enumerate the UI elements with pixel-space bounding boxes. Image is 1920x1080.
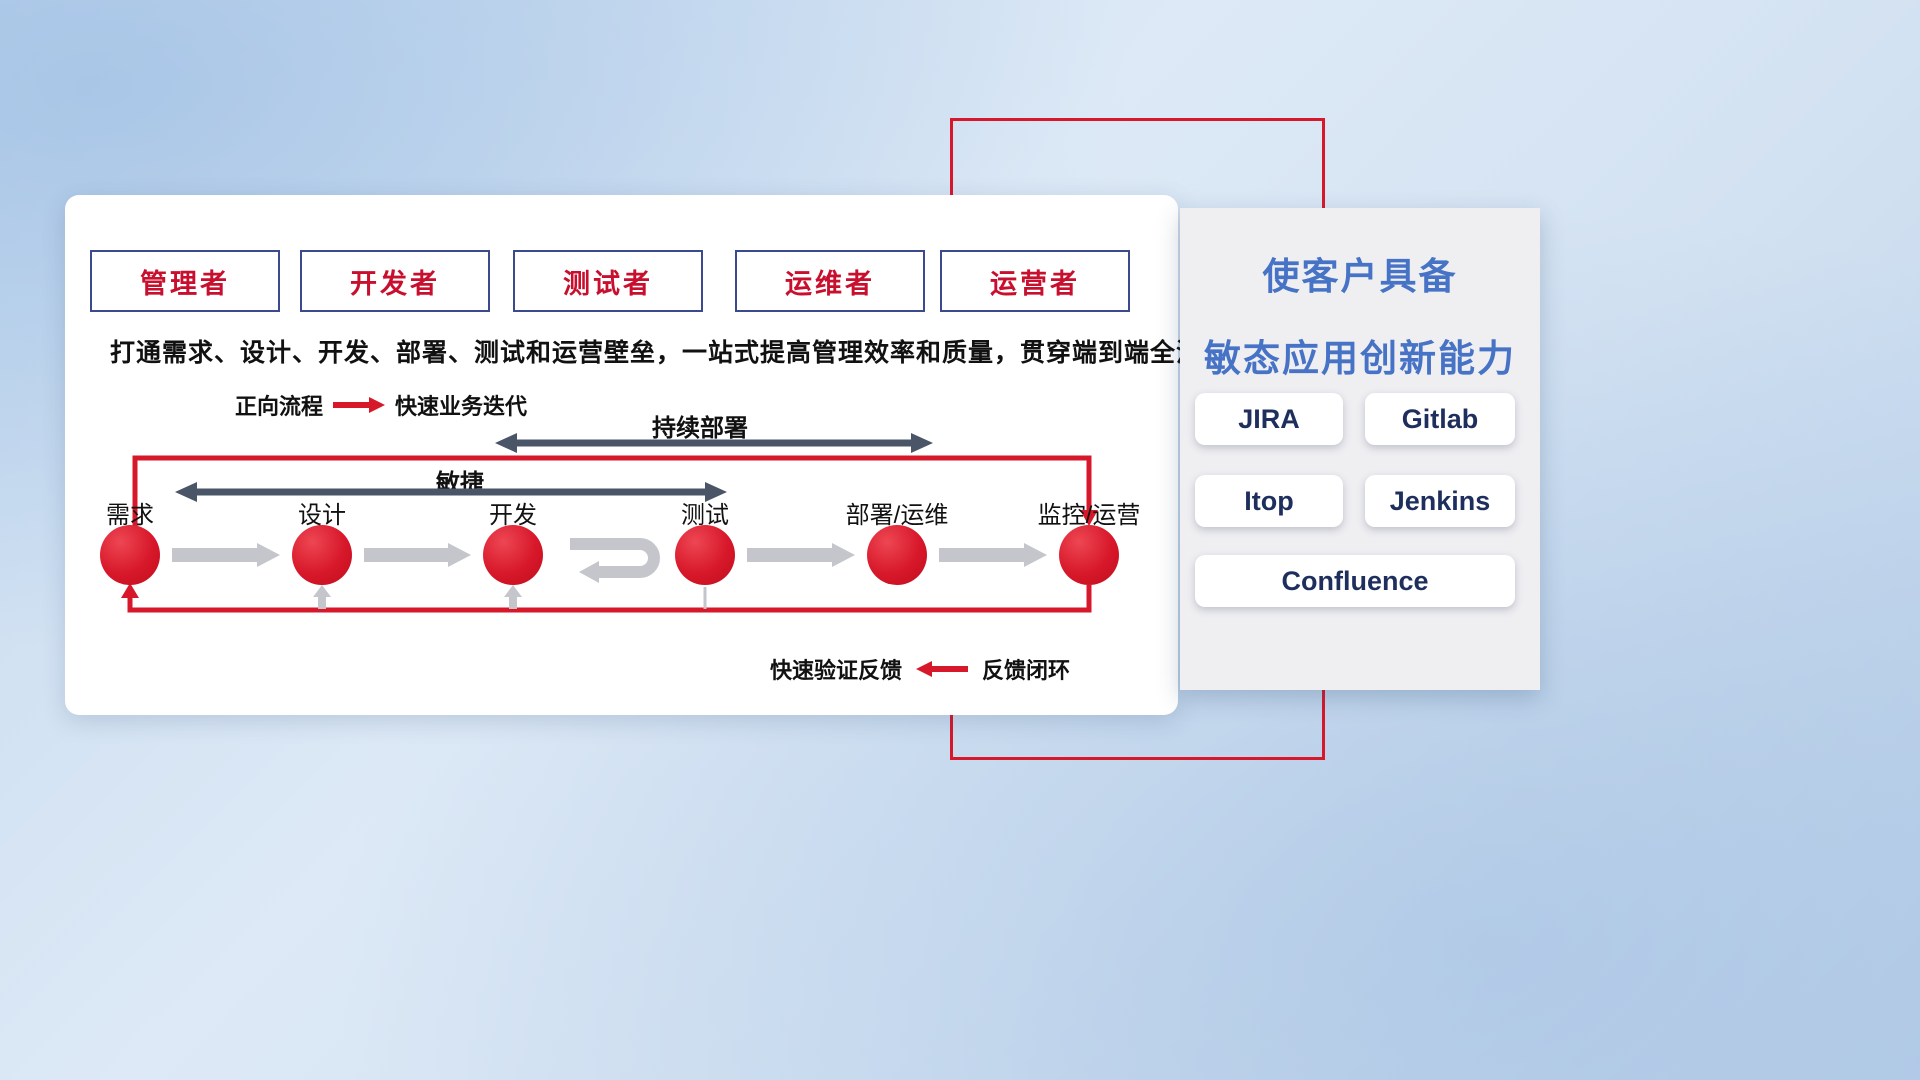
deploy-arrowhead-left	[495, 433, 517, 453]
node-label: 部署/运维	[845, 502, 949, 529]
red-left-arrow-icon	[916, 661, 969, 677]
node-label: 监控/运营	[1037, 502, 1141, 529]
role-box-business-operator: 运营者	[940, 250, 1130, 312]
role-label: 开发者	[350, 268, 440, 299]
node-circle	[100, 525, 160, 585]
role-box-developer: 开发者	[300, 250, 490, 312]
feedback-label: 反馈闭环	[982, 658, 1071, 683]
iteration-loop-arrow-icon	[570, 538, 660, 583]
role-label: 测试者	[563, 268, 653, 299]
feedback-up-arrows	[313, 585, 707, 609]
continuous-deploy-label: 持续部署	[652, 415, 748, 442]
pipeline-node-deploy-ops: 部署/运维	[817, 495, 977, 585]
panel-title-line2: 敏态应用创新能力	[1204, 338, 1516, 379]
role-box-operator: 运维者	[735, 250, 925, 312]
tool-badge-itop: Itop	[1195, 475, 1343, 527]
flow-description: 打通需求、设计、开发、部署、测试和运营壁垒，一站式提高管理效率和质量，贯穿端到端…	[110, 339, 1229, 367]
role-label: 运营者	[990, 268, 1080, 299]
pipeline-node-requirements: 需求	[50, 495, 210, 585]
node-label: 开发	[489, 502, 537, 529]
forward-flow-label: 正向流程	[235, 394, 324, 419]
panel-title-line1: 使客户具备	[1262, 256, 1458, 297]
pipeline-node-design: 设计	[242, 495, 402, 585]
pipeline-node-develop: 开发	[433, 495, 593, 585]
node-label: 需求	[106, 502, 154, 529]
tool-badge-confluence: Confluence	[1195, 555, 1515, 607]
node-circle	[1059, 525, 1119, 585]
role-label: 管理者	[140, 268, 230, 299]
role-box-manager: 管理者	[90, 250, 280, 312]
node-label: 设计	[298, 502, 346, 529]
node-circle	[675, 525, 735, 585]
agile-arrowhead-left	[175, 482, 197, 502]
red-loop-down-arrowhead	[1080, 510, 1098, 526]
role-row: 管理者 开发者 测试者 运维者 运营者	[65, 250, 1178, 312]
pipeline-node-monitor-ops: 监控/运营	[1009, 495, 1169, 585]
node-circle	[867, 525, 927, 585]
red-loop-bottom-line	[127, 585, 1092, 613]
red-loop-top-line	[132, 455, 1092, 530]
forward-flow-desc: 快速业务迭代	[395, 394, 528, 419]
capability-panel: 使客户具备 敏态应用创新能力 JIRA Gitlab Itop Jenkins …	[1180, 208, 1540, 690]
forward-step-arrows	[172, 543, 1047, 567]
role-box-tester: 测试者	[513, 250, 703, 312]
tool-badge-jira: JIRA	[1195, 393, 1343, 445]
node-circle	[292, 525, 352, 585]
node-label: 测试	[681, 502, 729, 529]
legend-feedback-loop: 快速验证反馈 反馈闭环	[770, 653, 1070, 685]
flow-arrows-graphic	[121, 433, 1098, 613]
tool-badge-gitlab: Gitlab	[1365, 393, 1515, 445]
red-right-arrow-icon	[333, 397, 386, 413]
devops-flow-card: 管理者 开发者 测试者 运维者 运营者 打通需求、设计、开发、部署、测试和运营壁…	[65, 195, 1229, 715]
agile-arrowhead-right	[705, 482, 727, 502]
deploy-arrowhead-right	[911, 433, 933, 453]
feedback-desc: 快速验证反馈	[770, 658, 903, 683]
pipeline-node-test: 测试	[625, 495, 785, 585]
legend-forward-flow: 正向流程 快速业务迭代	[235, 389, 527, 421]
role-label: 运维者	[785, 268, 875, 299]
red-loop-up-arrowhead	[121, 583, 139, 598]
tool-badge-jenkins: Jenkins	[1365, 475, 1515, 527]
node-circle	[483, 525, 543, 585]
